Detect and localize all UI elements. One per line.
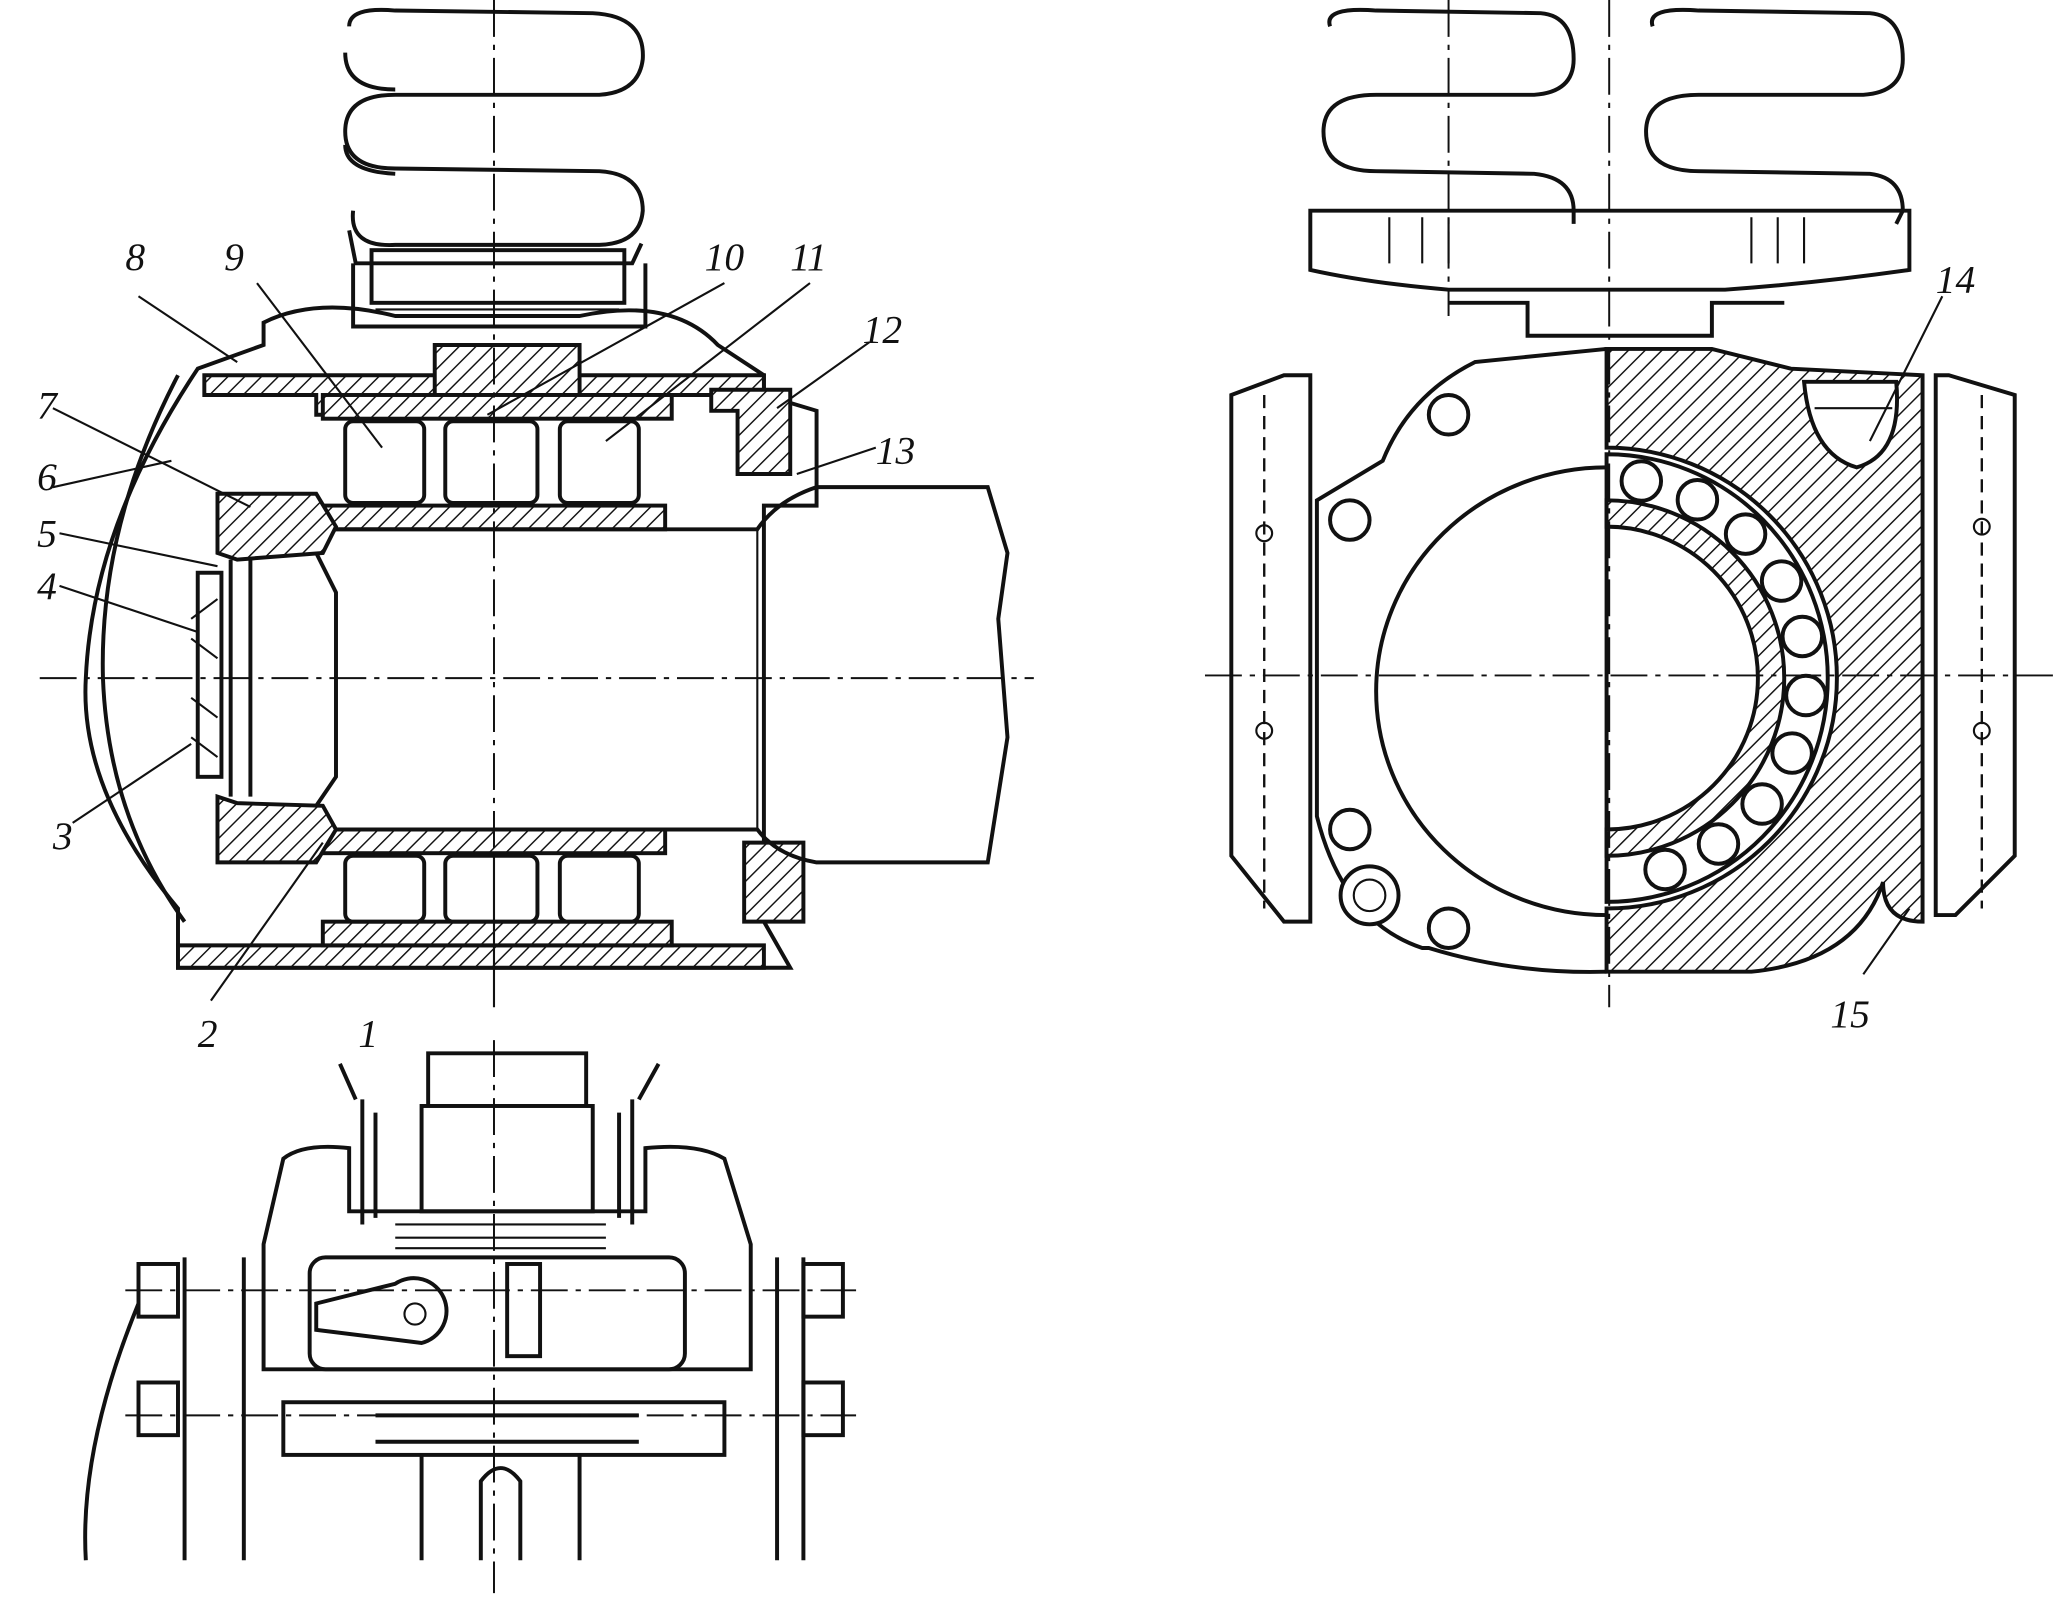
- label-10: 10: [705, 235, 745, 279]
- bearing-roller: [1770, 731, 1814, 775]
- bearing-roller: [1759, 559, 1804, 603]
- end-view: [1204, 0, 2061, 1008]
- bearing-roller: [1740, 782, 1784, 826]
- label-4: 4: [37, 564, 57, 608]
- label-6: 6: [37, 455, 57, 499]
- label-12: 12: [863, 307, 902, 351]
- label-9: 9: [224, 235, 244, 279]
- label-8: 8: [125, 235, 145, 279]
- label-3: 3: [52, 814, 73, 858]
- axle-box-housing: [83, 305, 819, 970]
- bearing-roller: [1780, 614, 1825, 659]
- label-11: 11: [790, 235, 827, 279]
- bearing-rollers: [1619, 459, 1828, 892]
- bearing-roller: [1784, 673, 1828, 718]
- label-5: 5: [37, 511, 57, 555]
- bearing-roller: [1675, 478, 1720, 522]
- label-14: 14: [1936, 257, 1975, 301]
- label-13: 13: [876, 428, 915, 472]
- bearing-roller: [1619, 459, 1664, 503]
- label-15: 15: [1830, 992, 1869, 1036]
- leader-lines: [52, 282, 1944, 1008]
- label-2: 2: [198, 1012, 218, 1056]
- bearing-roller: [1723, 512, 1768, 556]
- part-labels: 1 2 3 4 5 6 7 8 9 10 11 12 13 14 15: [37, 235, 1975, 1056]
- rollers: [343, 419, 641, 924]
- bearing-roller: [1643, 847, 1687, 892]
- label-7: 7: [37, 384, 59, 428]
- housing-right-half: [1604, 346, 1925, 974]
- spring: [343, 7, 648, 329]
- plan-view: [83, 1040, 857, 1594]
- label-1: 1: [358, 1012, 378, 1056]
- bolts: [1328, 393, 1471, 950]
- bearing-roller: [1696, 822, 1741, 866]
- axle-journal: [329, 485, 1010, 865]
- section-view: [39, 0, 1034, 981]
